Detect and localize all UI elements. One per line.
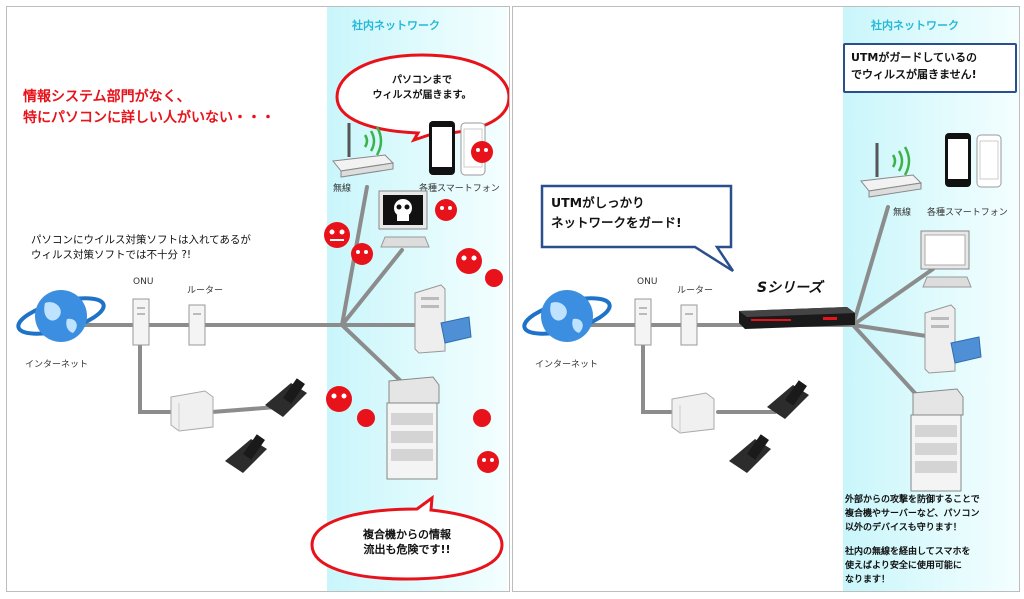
pc-icon	[920, 230, 972, 288]
headline-line-2: 特にパソコンに詳しい人がいない・・・	[23, 110, 275, 126]
box-left-line-1: UTMがしっかり	[551, 195, 645, 210]
multifunction-printer-icon	[386, 376, 440, 480]
internet-label: インターネット	[535, 360, 599, 370]
smartphones-label: 各種スマートフォン	[927, 208, 1008, 218]
wireless-label: 無線	[893, 208, 912, 218]
bubble-shape	[310, 494, 504, 581]
problem-headline: 情報システム部門がなく、 特にパソコンに詳しい人がいない・・・	[23, 87, 275, 129]
box-shape	[540, 184, 735, 273]
bubble-bottom-line-2: 流出も危険です!!	[363, 543, 451, 556]
internet-label: インターネット	[25, 360, 89, 370]
virus-icon	[351, 243, 373, 265]
s-series-label: Sシリーズ	[757, 280, 823, 296]
headline-line-1: 情報システム部門がなく、	[23, 89, 191, 105]
utm-protects-network-box: UTMがしっかり ネットワークをガード!	[539, 183, 735, 275]
utm-appliance-icon	[739, 307, 855, 329]
onu-label: ONU	[133, 277, 154, 287]
note-line-2: 複合機やサーバーなど、パソコン	[845, 509, 980, 519]
note-spacer	[845, 535, 980, 545]
note-line-5: 社内の無線を経由してスマホを	[845, 547, 971, 557]
router-label: ルーター	[677, 286, 714, 296]
onu-label: ONU	[637, 277, 658, 287]
smartphones-label: 各種スマートフォン	[419, 184, 500, 194]
note-line-7: なります！	[845, 575, 891, 585]
bubble-top-text: パソコンまで ウィルスが届きます。	[352, 73, 492, 103]
box-top-line-2: でウィルスが届きません!	[851, 68, 977, 81]
right-panel-with-utm: 社内ネットワーク UTMがガードしているの でウィルスが届きません! UTMがし…	[512, 6, 1020, 592]
virus-icon	[435, 199, 457, 221]
box-top-text: UTMがガードしているの でウィルスが届きません!	[845, 45, 1015, 87]
virus-icon	[326, 386, 352, 412]
note-line-1: パソコンにウイルス対策ソフトは入れてあるが	[31, 234, 251, 246]
onu-icon	[132, 298, 150, 346]
bubble-top-line-1: パソコンまで	[392, 75, 452, 86]
virus-icon	[324, 222, 350, 248]
utm-guard-box: UTMがガードしているの でウィルスが届きません!	[843, 43, 1017, 93]
desk-phone-icon	[729, 434, 771, 473]
wireless-router-icon	[332, 123, 395, 178]
desk-phone-icon	[225, 434, 267, 473]
note-line-6: 使えばより安全に使用可能に	[845, 561, 962, 571]
virus-icon	[456, 248, 482, 274]
globe-icon	[16, 290, 106, 342]
box-top-line-1: UTMがガードしているの	[851, 51, 978, 64]
virus-icon	[471, 141, 493, 163]
virus-reaches-pc-bubble: パソコンまで ウィルスが届きます。	[332, 47, 509, 143]
antivirus-note: パソコンにウイルス対策ソフトは入れてあるが ウィルス対策ソフトでは不十分 ?!	[31, 233, 251, 263]
box-left-line-2: ネットワークをガード!	[551, 215, 682, 230]
virus-icon	[477, 451, 499, 473]
server-icon	[924, 304, 982, 374]
router-icon	[188, 304, 206, 346]
note-line-2: ウィルス対策ソフトでは不十分 ?!	[31, 249, 192, 261]
smartphones-icon	[945, 133, 1002, 188]
wireless-router-icon	[860, 143, 923, 198]
note-line-3: 以外のデバイスも守ります！	[845, 523, 962, 533]
internal-network-zone	[843, 7, 1019, 591]
virus-icon	[357, 409, 375, 427]
infected-pc-icon	[378, 190, 430, 248]
zone-title: 社内ネットワーク	[352, 19, 440, 32]
virus-icon	[485, 269, 503, 287]
mfp-leak-bubble: 複合機からの情報 流出も危険です!!	[307, 494, 507, 585]
multifunction-printer-icon	[910, 388, 964, 492]
bubble-shape	[335, 53, 509, 143]
virus-icon	[473, 409, 491, 427]
globe-icon	[522, 290, 612, 342]
desk-phone-icon	[265, 378, 307, 417]
bubble-bottom-text: 複合機からの情報 流出も危険です!!	[327, 527, 487, 557]
zone-title: 社内ネットワーク	[871, 19, 959, 32]
onu-icon	[634, 298, 652, 346]
server-icon	[414, 284, 472, 354]
wireless-label: 無線	[333, 184, 352, 194]
note-line-1: 外部からの攻撃を防御することで	[845, 495, 980, 505]
protection-note: 外部からの攻撃を防御することで 複合機やサーバーなど、パソコン 以外のデバイスも…	[845, 493, 980, 587]
pbx-unit-icon	[170, 390, 214, 432]
pbx-unit-icon	[671, 392, 715, 434]
router-label: ルーター	[187, 286, 224, 296]
box-left-text: UTMがしっかり ネットワークをガード!	[551, 193, 721, 233]
desk-phone-icon	[767, 380, 809, 419]
left-panel-without-utm: 社内ネットワーク 情報システム部門がなく、 特にパソコンに詳しい人がいない・・・…	[6, 6, 510, 592]
bubble-top-line-2: ウィルスが届きます。	[372, 90, 472, 101]
router-icon	[680, 304, 698, 346]
bubble-bottom-line-1: 複合機からの情報	[363, 528, 451, 541]
